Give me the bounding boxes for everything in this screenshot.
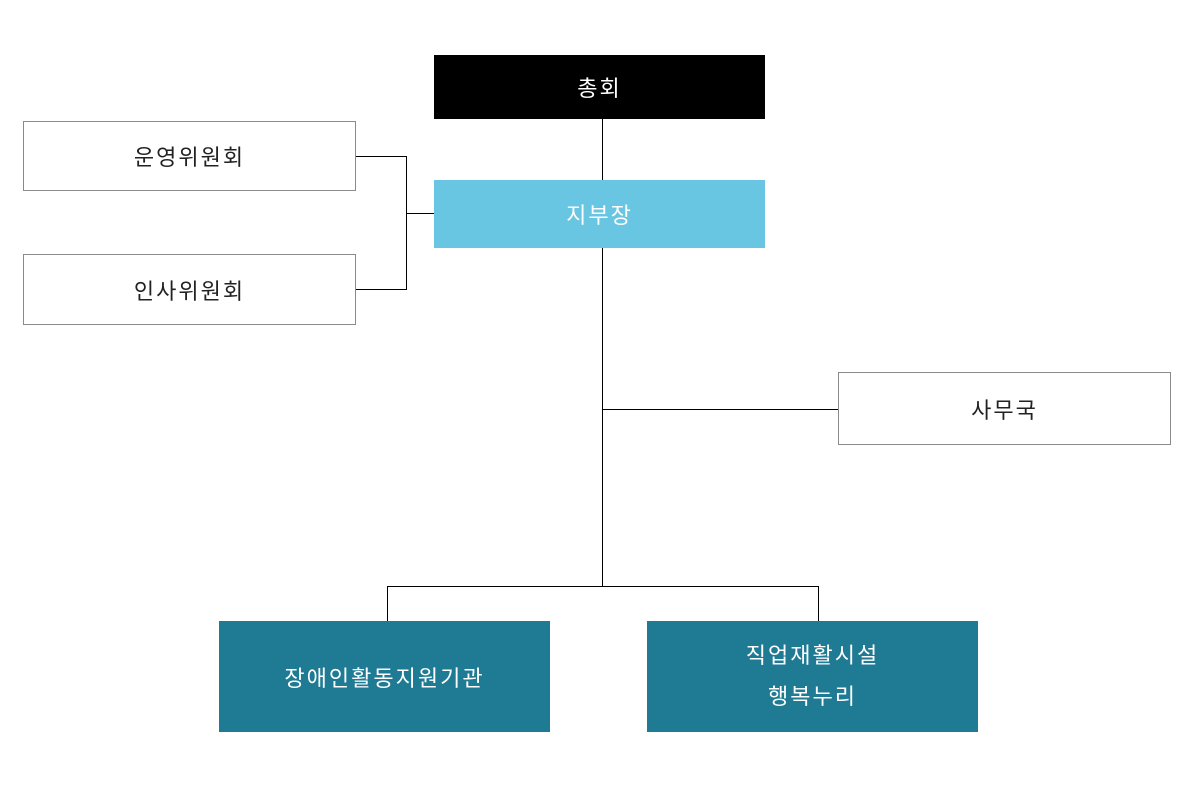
secretariat-label: 사무국 (971, 398, 1038, 424)
branch-head-box: 지부장 (434, 180, 765, 248)
vocational-facility-box: 직업재활시설 행복누리 (647, 621, 978, 732)
connector-committees-to-head (406, 213, 434, 214)
personnel-committee-label: 인사위원회 (133, 279, 246, 305)
connector-bottom-branch (387, 586, 819, 587)
personnel-committee-box: 인사위원회 (23, 254, 356, 325)
connector-to-vocational (818, 586, 819, 621)
connector-committees-bracket (406, 156, 407, 290)
connector-to-activity-center (387, 586, 388, 621)
connector-operating-committee (356, 156, 407, 157)
operating-committee-label: 운영위원회 (133, 146, 246, 171)
secretariat-box: 사무국 (838, 372, 1171, 445)
connector-personnel-committee (356, 289, 407, 290)
activity-support-center-box: 장애인활동지원기관 (219, 621, 550, 732)
operating-committee-box: 운영위원회 (23, 121, 356, 191)
general-assembly-label: 총회 (577, 77, 622, 102)
activity-support-center-label: 장애인활동지원기관 (284, 666, 485, 692)
connector-head-trunk (602, 248, 603, 586)
vocational-facility-label-line2: 행복누리 (768, 684, 857, 710)
vocational-facility-label-line1: 직업재활시설 (745, 643, 880, 669)
general-assembly-box: 총회 (434, 55, 765, 119)
branch-head-label: 지부장 (566, 204, 633, 229)
connector-secretariat (602, 409, 838, 410)
connector-assembly-to-head (602, 119, 603, 180)
